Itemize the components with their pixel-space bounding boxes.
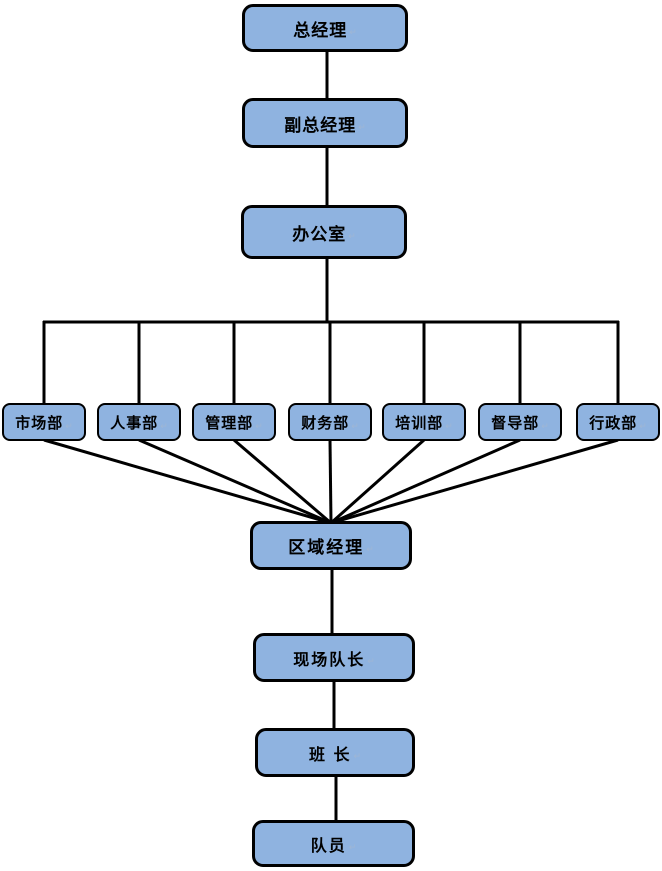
- line-break-mark: ↵: [353, 751, 361, 761]
- connector: [233, 438, 332, 525]
- node-marketing-dept: 市场部 ↵: [2, 403, 86, 441]
- line-break-mark: ↵: [367, 656, 375, 666]
- node-label: 行政部: [589, 414, 638, 432]
- node-hr-dept: 人事部 ↵: [97, 403, 181, 441]
- node-label: 现场队长: [293, 651, 366, 669]
- node-supervision-dept: 督导部 ↵: [478, 403, 562, 441]
- line-break-mark: ↵: [358, 121, 366, 132]
- node-office: 办公室 ↵: [241, 205, 407, 259]
- node-general-manager: 总经理 ↵: [242, 4, 408, 52]
- line-break-mark: ↵: [639, 420, 647, 431]
- node-label: 督导部: [491, 414, 540, 432]
- line-break-mark: ↵: [160, 420, 168, 431]
- node-label: 财务部: [301, 414, 350, 432]
- line-break-mark: ↵: [65, 420, 73, 431]
- node-admin-dept: 行政部 ↵: [576, 403, 660, 441]
- node-squad-leader: 班 长 ↵: [255, 728, 415, 777]
- node-team-member: 队员 ↵: [252, 820, 415, 867]
- node-label: 办公室: [292, 224, 347, 244]
- line-break-mark: ↵: [348, 230, 356, 241]
- node-site-captain: 现场队长 ↵: [253, 633, 415, 682]
- node-management-dept: 管理部 ↵: [192, 403, 276, 441]
- node-label: 总经理: [293, 20, 348, 40]
- line-break-mark: ↵: [445, 420, 453, 431]
- node-label: 培训部: [395, 414, 444, 432]
- line-break-mark: ↵: [351, 420, 359, 431]
- connector: [328, 439, 333, 524]
- node-regional-manager: 区域经理 ↵: [250, 521, 412, 570]
- node-deputy-general-manager: 副总经理 ↵: [242, 98, 408, 148]
- node-label: 副总经理: [284, 115, 357, 135]
- connector: [43, 438, 332, 525]
- connector: [330, 438, 425, 525]
- connector: [330, 438, 521, 525]
- line-break-mark: ↵: [255, 420, 263, 431]
- node-label: 管理部: [205, 414, 254, 432]
- connector: [330, 438, 619, 525]
- line-break-mark: ↵: [541, 420, 549, 431]
- connector: [138, 438, 332, 525]
- node-label: 市场部: [15, 414, 64, 432]
- node-label: 班 长: [309, 746, 352, 764]
- node-training-dept: 培训部 ↵: [382, 403, 466, 441]
- line-break-mark: ↵: [366, 544, 374, 554]
- node-finance-dept: 财务部 ↵: [288, 403, 372, 441]
- node-label: 队员: [310, 837, 347, 855]
- node-label: 区域经理: [288, 538, 365, 557]
- line-break-mark: ↵: [348, 842, 357, 852]
- line-break-mark: ↵: [349, 26, 357, 37]
- node-label: 人事部: [110, 414, 159, 432]
